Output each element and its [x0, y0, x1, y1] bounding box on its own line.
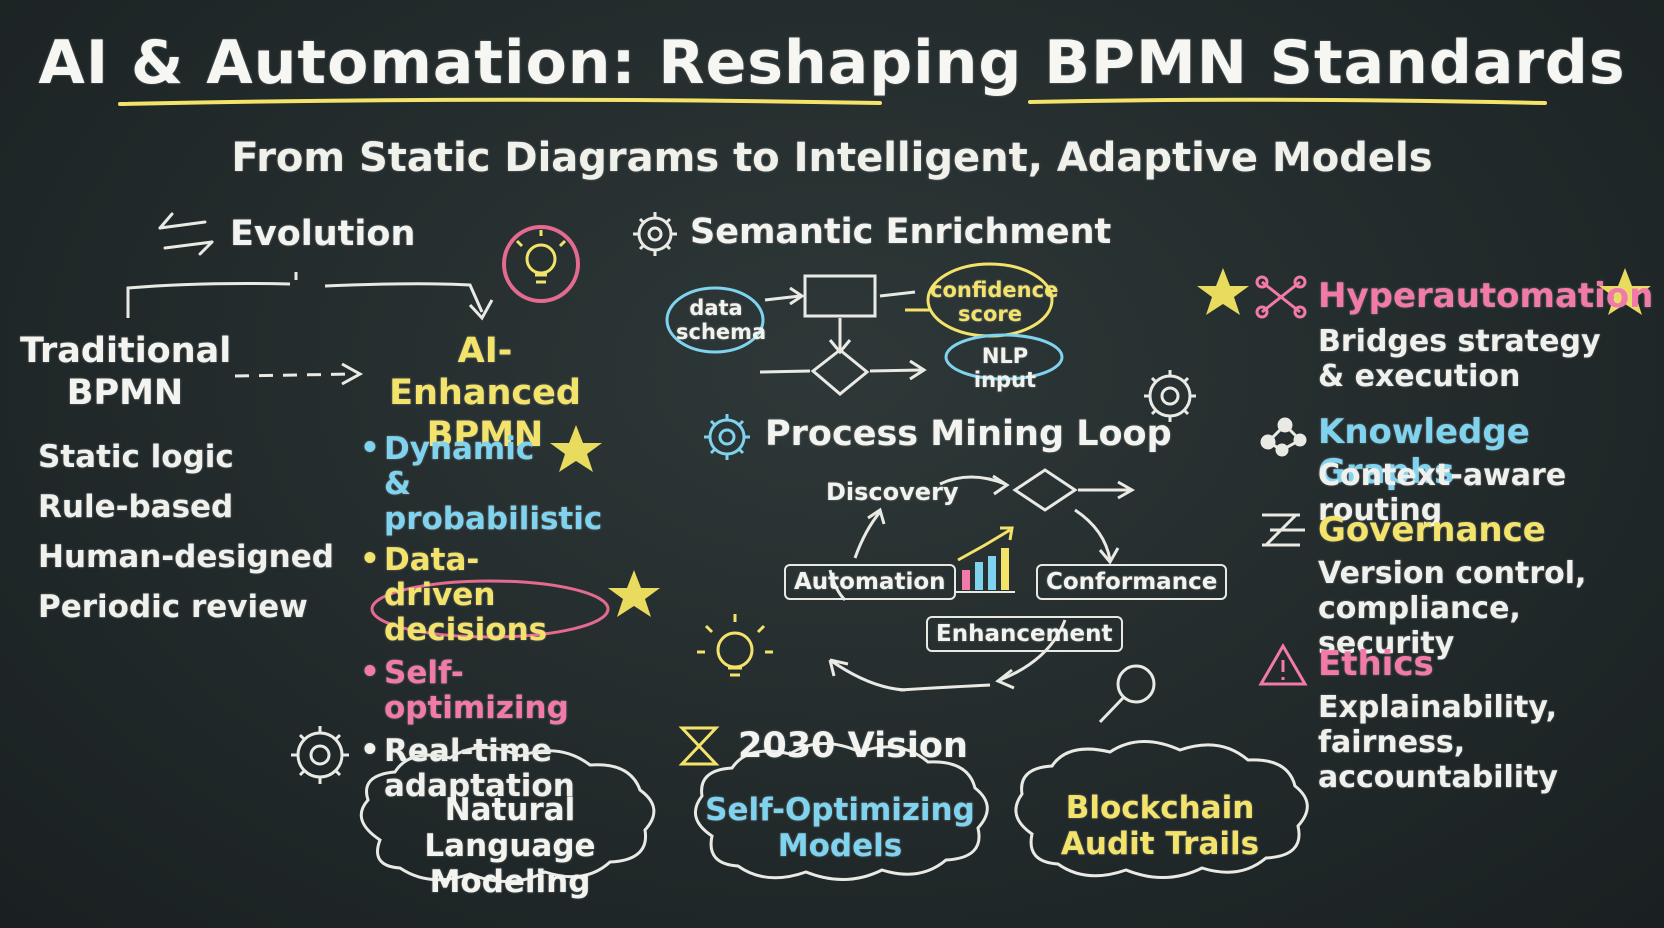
- swap-arrows-icon: [158, 212, 214, 256]
- knowledge-graphs-title: Knowledge Graphs: [1318, 412, 1530, 492]
- governance-title: Governance: [1318, 510, 1546, 550]
- traditional-item: Static logic: [38, 439, 234, 475]
- semantic-enrichment-heading: Semantic Enrichment: [690, 212, 1112, 252]
- star-icon: [1197, 268, 1249, 315]
- bar-chart-icon: [955, 526, 1015, 593]
- ai-enhanced-list: •Dynamic & probabilistic •Data-driven de…: [358, 430, 603, 810]
- hourglass-icon: [678, 726, 720, 766]
- page-subtitle: From Static Diagrams to Intelligent, Ada…: [231, 135, 1433, 181]
- ai-item: •Data-driven decisions: [360, 541, 548, 648]
- page-title: AI & Automation: Reshaping BPMN Standard…: [38, 28, 1626, 98]
- hyperautomation-desc: Bridges strategy & execution: [1318, 324, 1601, 394]
- cloud-natural-language-modeling: Natural Language Modeling: [424, 792, 596, 900]
- confidence-score-label: confidence score: [930, 278, 1059, 326]
- conformance-stage: Conformance: [1036, 564, 1228, 600]
- lightbulb-icon: [502, 225, 580, 303]
- knowledge-graph-icon: [1260, 417, 1307, 457]
- search-icon: [1098, 664, 1156, 724]
- traditional-bpmn-list: Static logic Rule-based Human-designed P…: [38, 432, 334, 632]
- vision-heading: 2030 Vision: [738, 726, 968, 766]
- enhancement-stage: Enhancement: [926, 616, 1123, 652]
- lightbulb-icon: [697, 614, 773, 677]
- ai-enhanced-bpmn-title: AI-Enhanced BPMN: [389, 331, 581, 455]
- hyperautomation-title: Hyperautomation: [1318, 276, 1654, 316]
- star-icon: [608, 570, 660, 617]
- automation-stage: Automation: [784, 564, 956, 600]
- cloud-blockchain-audit-trails: Blockchain Audit Trails: [1060, 790, 1260, 862]
- traditional-item: Periodic review: [38, 589, 308, 625]
- hyperautomation-icon: [1255, 275, 1307, 319]
- governance-desc: Version control, compliance, security: [1318, 556, 1587, 661]
- ai-item: •Dynamic & probabilistic: [360, 430, 603, 537]
- cloud-self-optimizing-models: Self-Optimizing Models: [705, 792, 975, 864]
- gear-icon: [291, 726, 349, 784]
- traditional-bpmn-title: Traditional BPMN: [20, 331, 232, 413]
- process-mining-heading: Process Mining Loop: [765, 414, 1172, 454]
- discovery-label: Discovery: [826, 478, 959, 506]
- ethics-desc: Explainability, fairness, accountability: [1318, 690, 1558, 795]
- ethics-title: Ethics: [1318, 644, 1434, 684]
- ai-item: •Self-optimizing: [360, 654, 569, 726]
- warning-icon: [1258, 643, 1308, 686]
- governance-icon: [1262, 513, 1305, 547]
- knowledge-graphs-desc: Context-aware routing: [1318, 458, 1567, 528]
- gear-icon: [704, 414, 750, 460]
- nlp-input-label: NLP input: [973, 344, 1037, 392]
- evolution-heading: Evolution: [230, 214, 416, 254]
- data-schema-label: data schema: [676, 296, 767, 344]
- traditional-item: Human-designed: [38, 539, 334, 575]
- gear-icon: [633, 212, 677, 256]
- traditional-item: Rule-based: [38, 489, 234, 525]
